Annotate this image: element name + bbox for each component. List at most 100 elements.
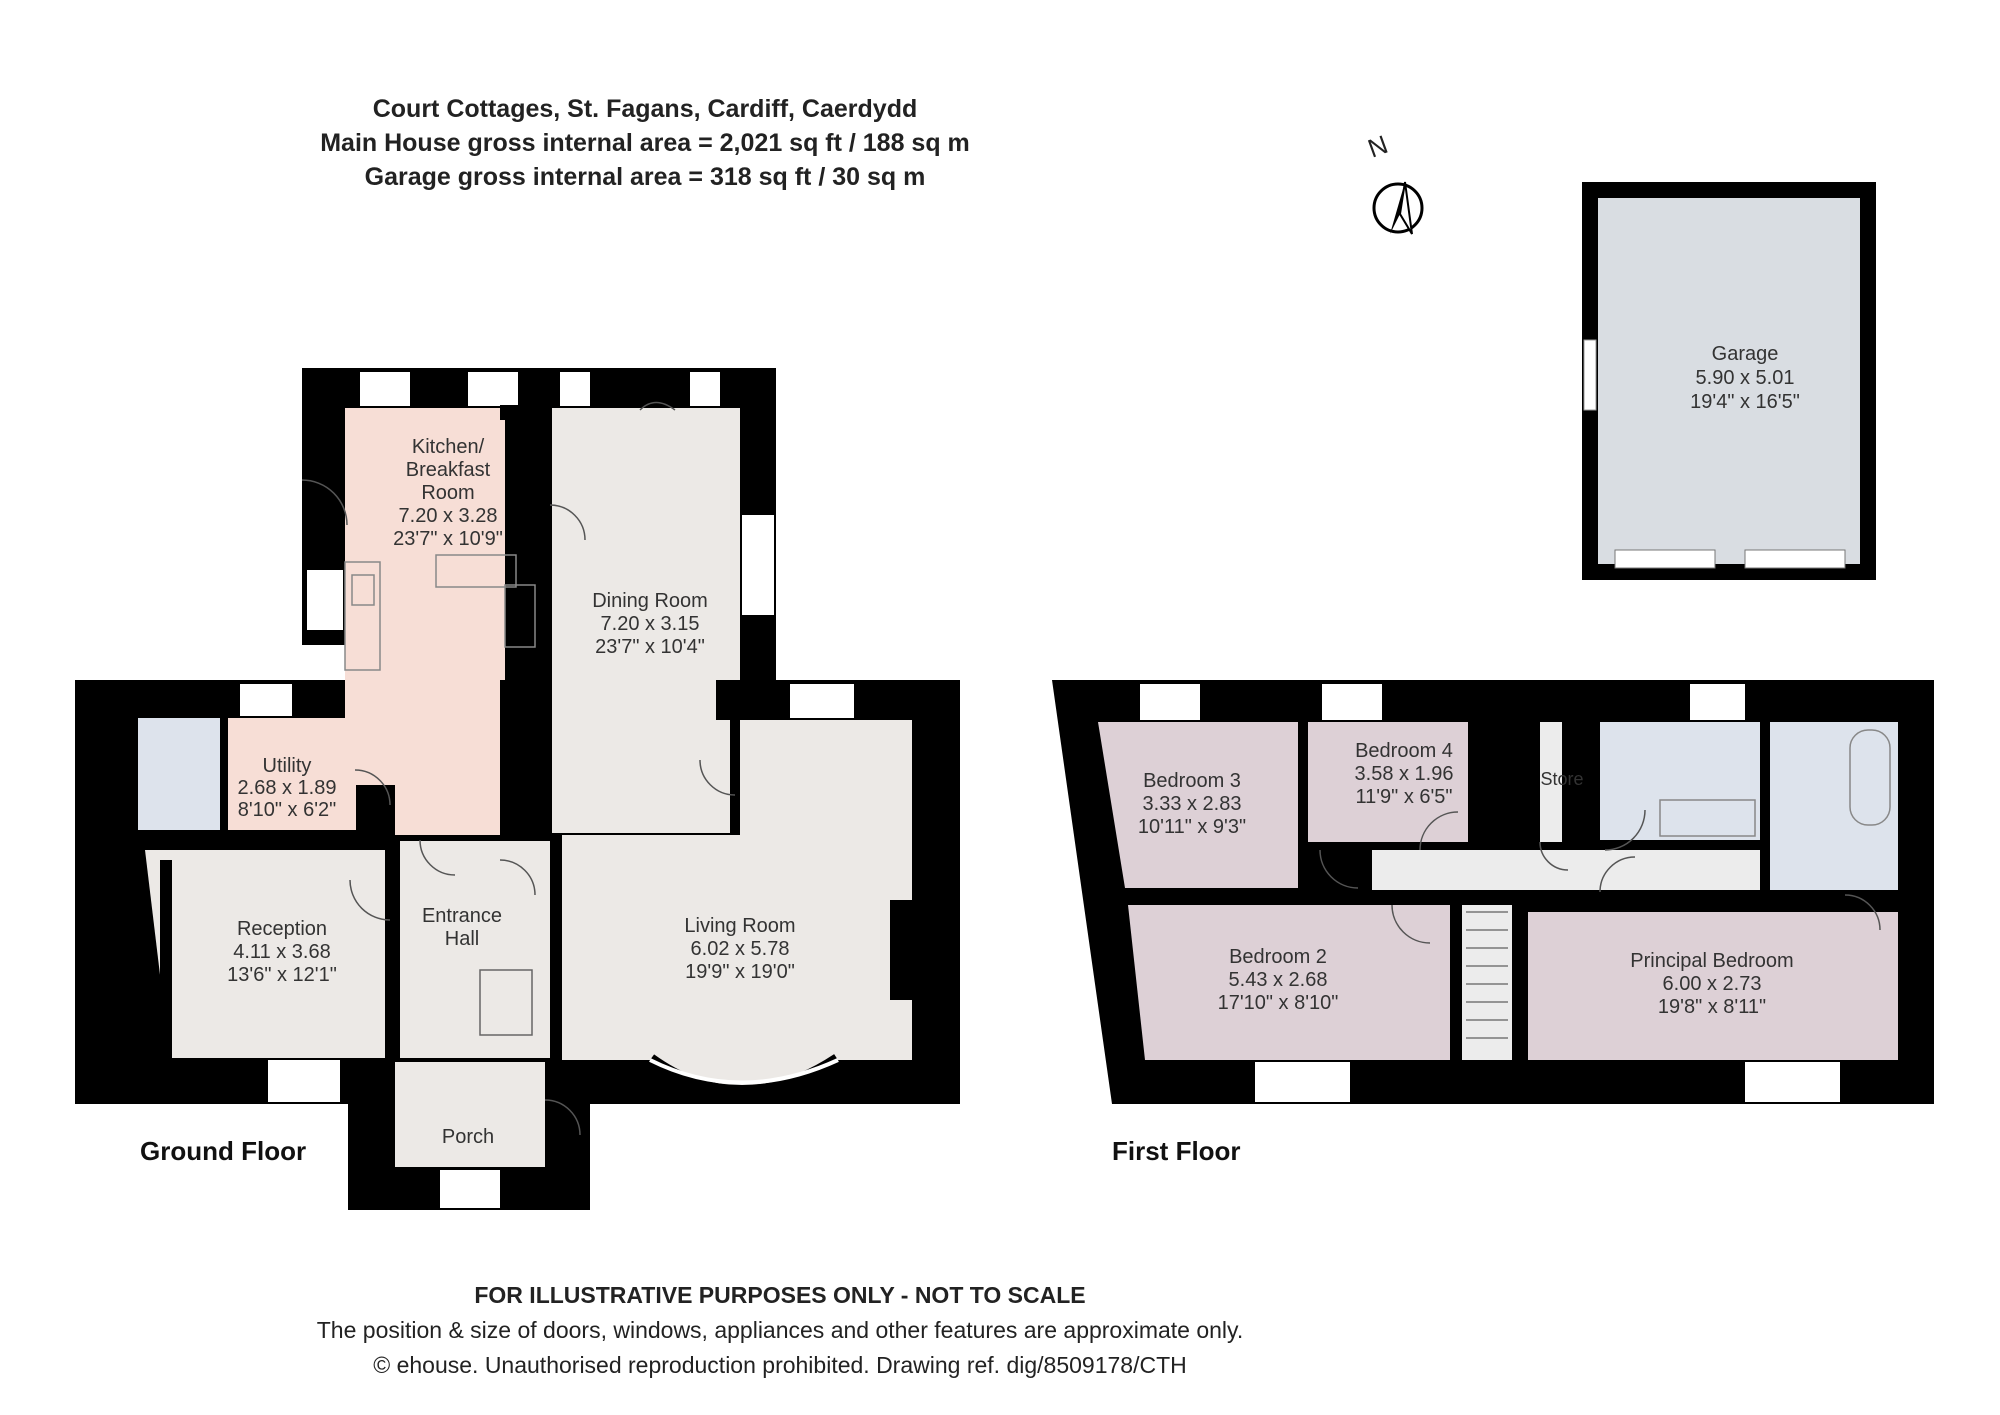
bedroom3-imperial: 10'11" x 9'3" [1138,816,1246,838]
living-metric: 6.02 x 5.78 [691,938,790,960]
upper-stairs-treads [1466,911,1508,1039]
ground-floor-label: Ground Floor [140,1136,306,1166]
copyright-text: © ehouse. Unauthorised reproduction proh… [373,1352,1187,1378]
kitchen-counter-left [344,561,381,671]
kitchen-sink [351,574,375,606]
bed3-bed2-wall [1110,888,1372,902]
bedroom2-floor [1128,905,1450,1060]
store-door-swing [1539,841,1569,871]
dining-side-window [742,515,774,615]
principal-imperial: 19'8" x 8'11" [1658,996,1766,1018]
bath-tub [1659,799,1756,837]
entrance-name-2: Hall [445,928,479,950]
bathroom-floor [1600,722,1760,840]
utility-floor [226,718,356,830]
reception-door-swing [349,879,391,921]
bedroom4-metric: 3.58 x 1.96 [1355,763,1454,785]
reception-hall-wall [385,835,399,1060]
garage-area: Garage gross internal area = 318 sq ft /… [364,163,926,191]
living-imperial: 19'9" x 19'0" [685,961,795,983]
first-floor-label: First Floor [1112,1136,1241,1166]
principal-floor [1528,912,1898,1060]
porch-floor [395,1062,545,1167]
garage-side-window [1583,339,1597,411]
store-floor [1540,722,1562,842]
bedroom4-window [1322,684,1382,720]
garage-imperial: 19'4" x 16'5" [1690,391,1800,413]
living-door-swing [699,759,736,796]
principal-top-wall [1528,890,1898,902]
dining-window-2 [690,372,720,406]
french-door-swing [639,401,676,411]
utility-imperial: 8'10" x 6'2" [238,799,337,821]
reception-imperial: 13'6" x 12'1" [227,964,337,986]
bed4-bottom-wall [1308,842,1468,850]
reception-window [268,1060,340,1102]
porch-name: Porch [442,1126,494,1148]
kitchen-name-2: Breakfast [406,459,491,481]
living-name: Living Room [684,915,795,937]
hall-living-wall [550,835,562,1060]
bay-window-glass [649,1058,839,1085]
compass-needle-right [1398,181,1413,235]
garage-metric: 5.90 x 5.01 [1696,367,1795,389]
bedroom3-floor [1098,722,1298,888]
reception-metric: 4.11 x 3.68 [233,941,330,963]
entrance-name-1: Entrance [422,905,502,927]
dining-name: Dining Room [592,590,708,612]
first-floor: Bedroom 3 3.33 x 2.83 10'11" x 9'3" Bedr… [1052,680,1934,1166]
utility-metric: 2.68 x 1.89 [238,777,337,799]
living-upper-floor [740,720,912,835]
bed3-door-swing [1319,849,1359,889]
principal-name: Principal Bedroom [1630,950,1793,972]
garage-block: Garage 5.90 x 5.01 19'4" x 16'5" [1582,182,1876,580]
garage-door-right [1744,549,1846,569]
stairs-principal-wall [1512,890,1528,1060]
hall-top-wall [395,835,560,841]
bath-ensuite-wall [1760,720,1770,890]
hall-floor [400,840,550,1058]
bathroom-window [1690,684,1745,720]
dining-floor [550,408,740,833]
dining-imperial: 23'7" x 10'4" [595,636,705,658]
kitchen-island [435,554,517,588]
kitchen-wall-block [500,680,552,720]
bath-bottom-wall [1600,840,1760,850]
bath-door-swing [1604,809,1646,851]
principal-window [1745,1062,1840,1102]
principal-door-swing [1599,856,1636,893]
shower-room-floor [138,718,226,830]
kitchen-name-1: Kitchen/ [412,436,485,458]
bed4-door-swing [1419,811,1459,851]
garage-door-left [1614,549,1716,569]
bedroom3-name: Bedroom 3 [1143,770,1241,792]
utility-name: Utility [263,755,312,777]
bedroom4-imperial: 11'9" x 6'5" [1355,786,1452,808]
bay-window-wall [645,1054,842,1100]
compass-letter: N [1364,130,1392,164]
reception-chimney [160,860,172,1060]
dining-living-wall [730,720,740,835]
living-window [790,684,854,718]
bed2-door-swing [1391,904,1431,944]
main-house-area: Main House gross internal area = 2,021 s… [320,129,970,157]
ground-floor: Kitchen/ Breakfast Room 7.20 x 3.28 23'7… [75,368,960,1210]
dining-living-block [716,680,776,720]
utility-door-swing [354,769,391,806]
living-chimney [890,900,912,1000]
bed4-store-wall [1468,720,1540,842]
ensuite-bath [1849,729,1891,826]
living-floor [560,835,912,1060]
hall-living-door-swing [499,859,536,896]
disclaimer-heading: FOR ILLUSTRATIVE PURPOSES ONLY - NOT TO … [474,1282,1086,1308]
shower-utility-wall [220,718,228,830]
bedroom2-window [1255,1062,1350,1102]
bedroom4-floor [1308,722,1468,842]
bed2-stairs-wall [1450,890,1462,1060]
bedroom2-metric: 5.43 x 2.68 [1229,969,1328,991]
hall-door-swing [419,839,456,876]
garage-floor [1598,198,1860,564]
bed3-bed4-wall [1298,720,1308,890]
kitchen-floor [345,408,500,835]
kitchen-dining-wall-top [500,405,550,420]
